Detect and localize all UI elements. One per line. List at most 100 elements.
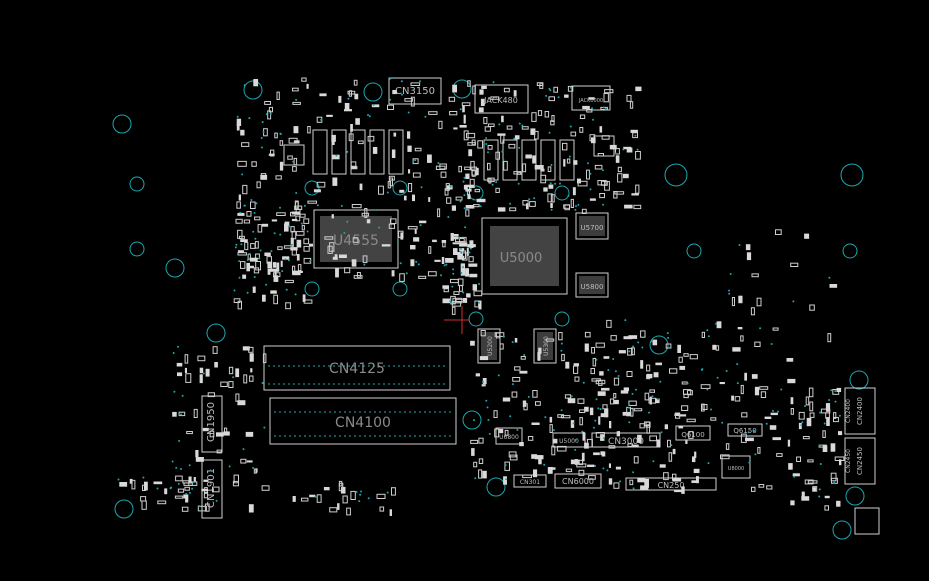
mounting-hole[interactable] <box>243 80 263 100</box>
mounting-hole[interactable] <box>842 243 858 259</box>
via <box>560 342 563 345</box>
mounting-hole[interactable] <box>462 410 482 430</box>
smd-part <box>240 129 245 136</box>
via <box>517 182 520 185</box>
mounting-hole[interactable] <box>112 114 132 134</box>
smd-part <box>366 219 371 224</box>
smd-part <box>254 241 259 249</box>
smd-part <box>573 160 578 165</box>
smd-part <box>787 378 796 384</box>
smd-part <box>623 146 632 150</box>
smd-part <box>413 237 420 242</box>
smd-part <box>561 353 565 362</box>
mounting-hole[interactable] <box>129 241 145 257</box>
via <box>527 395 530 398</box>
mounting-hole[interactable] <box>468 311 484 327</box>
via <box>269 112 272 115</box>
smd-part <box>361 212 370 217</box>
smd-part <box>613 191 618 199</box>
connector-cn6000[interactable]: CN6000 <box>554 473 602 489</box>
smd-part <box>595 342 605 348</box>
smd-part <box>450 278 459 284</box>
smd-part <box>344 267 351 274</box>
mounting-hole[interactable] <box>114 499 134 519</box>
via <box>582 381 585 384</box>
mounting-hole[interactable] <box>392 281 408 297</box>
smd-part <box>610 335 617 341</box>
mounting-hole[interactable] <box>554 311 570 327</box>
via <box>619 480 622 483</box>
mounting-hole[interactable] <box>832 520 852 540</box>
chip-u5700[interactable]: U5700 <box>575 212 609 240</box>
mounting-hole[interactable] <box>664 163 688 187</box>
chip-u8000[interactable]: U8000 <box>721 455 751 479</box>
mounting-hole[interactable] <box>363 82 383 102</box>
slot-cn4100[interactable]: CN4100 <box>269 397 457 445</box>
smd-part <box>629 101 634 109</box>
mounting-hole[interactable] <box>649 335 669 355</box>
chip-u6800[interactable]: U6800 <box>495 427 523 445</box>
via <box>485 399 488 402</box>
smd-part <box>633 456 639 464</box>
smd-part <box>245 431 254 437</box>
chip-u5000[interactable]: U5000 <box>481 217 568 295</box>
mounting-hole[interactable] <box>845 486 865 506</box>
mounting-hole[interactable] <box>840 163 864 187</box>
smd-part <box>615 155 620 163</box>
smd-part <box>446 185 453 190</box>
mounting-hole[interactable] <box>206 323 226 343</box>
mounting-hole[interactable] <box>486 477 506 497</box>
via <box>241 173 244 176</box>
mounting-hole[interactable] <box>129 176 145 192</box>
via <box>185 493 188 495</box>
connector-cn2400[interactable]: CN2400 CN2400 <box>844 387 876 435</box>
smd-part <box>549 424 553 434</box>
smd-part <box>526 203 529 210</box>
connector-cn3150[interactable]: CN3150 <box>388 77 442 105</box>
connector-cn301[interactable]: CN301 <box>513 474 547 488</box>
smd-part <box>604 408 609 418</box>
smd-part <box>376 493 386 499</box>
mounting-hole[interactable] <box>686 243 702 259</box>
via <box>270 250 273 253</box>
smd-part <box>296 239 302 248</box>
smd-part <box>274 132 278 139</box>
jack-small[interactable]: JACK0000 <box>571 85 611 111</box>
smd-part <box>584 442 589 449</box>
smd-part <box>573 365 579 374</box>
via <box>518 146 521 149</box>
via <box>602 437 605 440</box>
mounting-hole[interactable] <box>468 185 484 201</box>
chip-q6150[interactable]: Q6150 <box>727 423 763 437</box>
chip-u5000b[interactable]: U5000 <box>552 432 586 448</box>
mounting-hole[interactable] <box>304 180 320 196</box>
smd-part <box>567 398 576 404</box>
smd-part <box>772 327 779 331</box>
smd-part <box>613 393 617 399</box>
smd-part <box>543 187 548 192</box>
connector-cn2450[interactable]: CN2450 CN2450 <box>844 437 876 485</box>
smd-part <box>683 353 689 357</box>
jack480[interactable]: JACK480 <box>474 84 529 114</box>
via <box>729 273 732 275</box>
connector-cn1950[interactable]: CN1950 <box>201 395 223 453</box>
mounting-hole[interactable] <box>304 281 320 297</box>
smd-part <box>459 285 463 292</box>
smd-part <box>291 211 301 215</box>
mounting-hole[interactable] <box>849 370 869 390</box>
mounting-hole[interactable] <box>165 258 185 278</box>
smd-part <box>469 273 478 278</box>
via <box>316 204 319 207</box>
smd-part <box>478 437 484 444</box>
slot-cn4125[interactable]: CN4125 <box>263 345 451 391</box>
cn4100-label: CN4100 <box>335 415 391 431</box>
chip-u5800[interactable]: U5800 <box>575 272 609 298</box>
mounting-hole[interactable] <box>554 185 570 201</box>
smd-part <box>249 375 254 382</box>
chip-u5300[interactable]: U5300 <box>533 328 557 364</box>
connector-cn250[interactable]: CN250 <box>625 477 717 491</box>
smd-part <box>655 362 662 366</box>
via <box>657 398 659 401</box>
mounting-hole[interactable] <box>392 180 408 196</box>
